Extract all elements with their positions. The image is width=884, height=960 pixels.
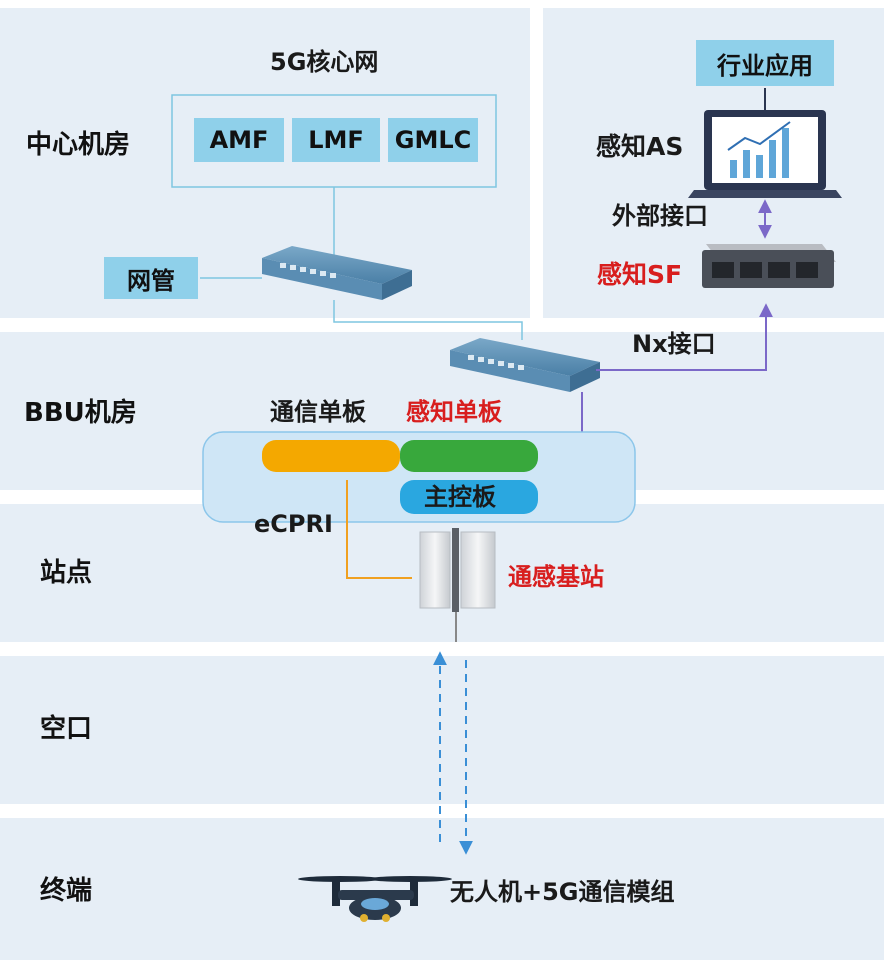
band-terminal — [0, 818, 884, 960]
switch-icon — [262, 246, 412, 300]
zone-label-air: 空口 — [40, 714, 93, 744]
sensing-as-label: 感知AS — [596, 132, 684, 161]
zone-label-center: 中心机房 — [26, 130, 131, 160]
sensing-board-bar — [400, 440, 538, 472]
comm-board-label: 通信单板 — [270, 398, 366, 426]
nms-box: 网管 — [104, 257, 198, 299]
drone-icon — [298, 876, 452, 922]
main-board-bar — [400, 480, 538, 514]
laptop-chart-icon — [688, 110, 842, 198]
main-board-label: 主控板 — [424, 483, 496, 511]
nx-interface-label: Nx接口 — [632, 330, 716, 358]
sensing-sf-label: 感知SF — [597, 260, 683, 289]
zone-label-terminal: 终端 — [40, 876, 93, 906]
sensing-board-label: 感知单板 — [406, 398, 502, 426]
core-network-title: 5G核心网 — [270, 48, 379, 76]
comm-board-bar — [262, 440, 400, 472]
gmlc-box: GMLC — [388, 118, 478, 162]
terminal-label: 无人机+5G通信模组 — [450, 878, 675, 906]
switch-icon — [450, 338, 600, 392]
base-station-antenna-icon — [419, 528, 496, 642]
zone-label-site: 站点 — [40, 558, 93, 588]
amf-box: AMF — [194, 118, 284, 162]
ecpri-line — [346, 480, 412, 579]
ecpri-label: eCPRI — [254, 510, 333, 538]
lmf-box: LMF — [292, 118, 380, 162]
nx-interface-arrow — [596, 303, 773, 371]
base-station-label: 通感基站 — [508, 563, 604, 591]
band-air-interface — [0, 656, 884, 804]
server-icon — [702, 244, 836, 288]
external-interface-label: 外部接口 — [612, 202, 708, 230]
industry-app-box: 行业应用 — [696, 40, 834, 86]
switch-link-line — [333, 300, 523, 340]
zone-label-bbu: BBU机房 — [24, 398, 137, 428]
